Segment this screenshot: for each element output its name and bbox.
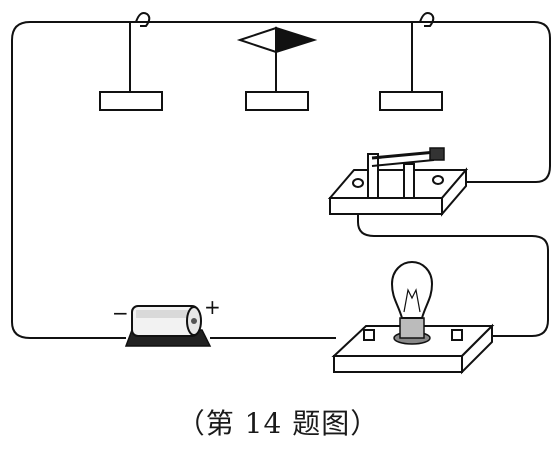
circuit-wire bbox=[357, 185, 549, 337]
right-hanging-block bbox=[379, 12, 443, 111]
battery: − + bbox=[112, 295, 221, 347]
left-hanging-block bbox=[99, 12, 163, 111]
figure-caption: （第 14 题图） bbox=[176, 407, 380, 440]
switch-key bbox=[327, 147, 469, 217]
circuit-wire bbox=[424, 21, 551, 183]
battery-plus-sign: + bbox=[204, 295, 221, 319]
battery-minus-sign: − bbox=[112, 301, 129, 325]
magnetic-needle-stand bbox=[236, 26, 318, 111]
light-bulb bbox=[331, 260, 495, 375]
circuit-wire bbox=[11, 21, 146, 339]
